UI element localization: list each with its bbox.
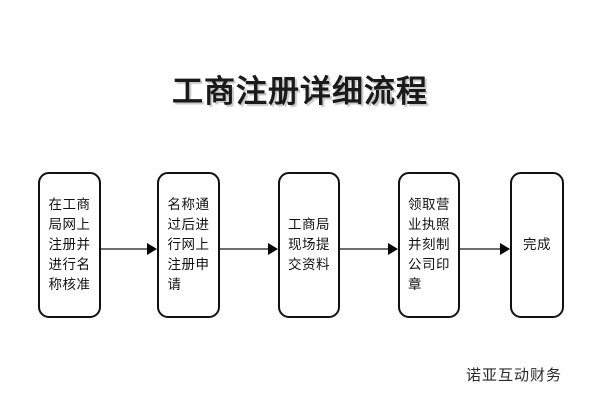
flow-node-step-2[interactable]: 名称通 过后进 行网上 注册申 请	[157, 172, 220, 318]
arrow-shaft	[460, 248, 500, 250]
arrow-shaft	[101, 248, 147, 250]
arrow-shaft	[220, 248, 268, 250]
flow-arrow-step3-step4	[340, 243, 398, 255]
flow-arrow-step2-step3	[220, 243, 278, 255]
flow-node-label: 在工商 局网上 注册并 进行名 称核准	[48, 197, 91, 293]
flow-node-step-4[interactable]: 领取营 业执照 并刻制 公司印 章	[398, 172, 460, 318]
arrow-head-icon	[268, 243, 278, 255]
flow-node-label: 完成	[523, 237, 551, 253]
page-title: 工商注册详细流程	[172, 74, 428, 110]
flow-node-step-1[interactable]: 在工商 局网上 注册并 进行名 称核准	[38, 172, 101, 318]
flow-node-label: 工商局 现场提 交资料	[288, 217, 330, 273]
flow-arrow-step1-step2	[101, 243, 157, 255]
flow-node-label: 名称通 过后进 行网上 注册申 请	[167, 197, 210, 293]
flow-node-step-5[interactable]: 完成	[510, 172, 564, 318]
arrow-head-icon	[388, 243, 398, 255]
watermark-text: 诺亚互动财务	[466, 366, 563, 384]
arrow-head-icon	[500, 243, 510, 255]
arrow-shaft	[340, 248, 388, 250]
flow-arrow-step4-step5	[460, 243, 510, 255]
flow-node-label: 领取营 业执照 并刻制 公司印 章	[408, 197, 450, 293]
flow-node-step-3[interactable]: 工商局 现场提 交资料	[278, 172, 340, 318]
arrow-head-icon	[147, 243, 157, 255]
